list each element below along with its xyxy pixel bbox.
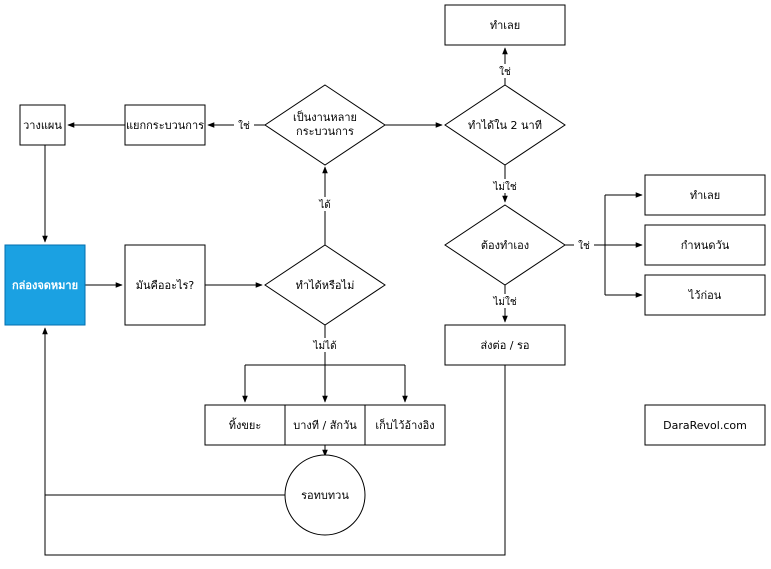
edge-label-bg-yes-two-min <box>496 64 514 78</box>
multi-step-label-line2: กระบวนการ <box>296 125 354 138</box>
trash-box <box>204 404 286 446</box>
what-is-it-box <box>124 244 206 326</box>
actionable-diamond <box>264 244 386 326</box>
edge-label-yes-two-min: ใช่ <box>499 66 511 78</box>
reference-node[interactable]: เก็บไว้อ้างอิง <box>364 404 446 446</box>
review-node[interactable]: รอทบทวน <box>284 454 366 536</box>
schedule-label: กำหนดวัน <box>681 239 730 252</box>
multi-step-diamond <box>264 84 386 166</box>
delegate-box <box>444 324 566 366</box>
edge-label-yes-myself: ใช่ <box>578 240 590 252</box>
connectors <box>42 47 643 556</box>
review-label: รอทบทวน <box>301 489 349 502</box>
split-process-node[interactable]: แยกกระบวนการ <box>124 104 206 146</box>
reference-label: เก็บไว้อ้างอิง <box>375 418 434 432</box>
schedule-box <box>644 224 766 266</box>
brand-box <box>644 404 766 446</box>
edge-label-bg-no-myself <box>489 294 521 308</box>
edge-label-no-two-min: ไม่ใช่ <box>492 181 517 193</box>
edge-delegate-to-inbox <box>44 365 506 556</box>
inbox-box <box>4 244 86 326</box>
edge-label-bg-can-do <box>316 197 334 211</box>
inbox-node[interactable]: กล่องจดหมาย <box>4 244 86 326</box>
multi-step-label-line1: เป็นงานหลาย <box>293 110 357 124</box>
plan-node[interactable]: วางแผน <box>19 104 66 146</box>
two-minutes-label: ทำได้ใน 2 นาที <box>468 119 542 132</box>
do-now-top-label: ทำเลย <box>490 19 520 32</box>
split-process-box <box>124 104 206 146</box>
two-minutes-node[interactable]: ทำได้ใน 2 นาที <box>444 84 566 166</box>
edge-label-bg-yes-myself <box>574 238 594 252</box>
edge-label-can-do: ได้ <box>318 199 331 211</box>
edge-label-cannot-do: ไม่ได้ <box>312 340 336 352</box>
do-now-top-node[interactable]: ทำเลย <box>444 4 566 46</box>
do-myself-node[interactable]: ต้องทำเอง <box>444 204 566 286</box>
actionable-node[interactable]: ทำได้หรือไม่ <box>264 244 386 326</box>
do-now-top-box <box>444 4 566 46</box>
trash-label: ทิ้งขยะ <box>229 417 262 432</box>
review-circle <box>284 454 366 536</box>
edge-labels: ใช่ ได้ ไม่ได้ ใช่ ไม่ใช่ ใช่ ไม่ใช่ <box>234 64 594 352</box>
edge-label-bg-no-two-min <box>489 179 521 193</box>
do-now-right-node[interactable]: ทำเลย <box>644 174 766 216</box>
edge-label-bg-cannot-do <box>308 338 342 352</box>
edge-label-no-myself: ไม่ใช่ <box>492 296 517 308</box>
plan-label: วางแผน <box>23 119 62 132</box>
someday-node[interactable]: บางที / สักวัน <box>284 404 366 446</box>
brand-label: DaraRevol.com <box>663 419 747 432</box>
reference-box <box>364 404 446 446</box>
inbox-label: กล่องจดหมาย <box>12 279 78 292</box>
brand-node[interactable]: DaraRevol.com <box>644 404 766 446</box>
trash-node[interactable]: ทิ้งขยะ <box>204 404 286 446</box>
multi-step-node[interactable]: เป็นงานหลาย กระบวนการ <box>264 84 386 166</box>
what-is-it-node[interactable]: มันคืออะไร? <box>124 244 206 326</box>
edge-label-yes-split: ใช่ <box>238 120 250 132</box>
edge-label-bg-yes-split <box>234 118 254 132</box>
do-now-right-box <box>644 174 766 216</box>
someday-box <box>284 404 366 446</box>
delegate-label: ส่งต่อ / รอ <box>480 339 529 352</box>
someday-label: บางที / สักวัน <box>293 419 357 432</box>
delegate-node[interactable]: ส่งต่อ / รอ <box>444 324 566 366</box>
later-label: ไว้ก่อน <box>688 289 722 302</box>
plan-box <box>19 104 66 146</box>
later-box <box>644 274 766 316</box>
actionable-label: ทำได้หรือไม่ <box>296 279 355 292</box>
do-myself-label: ต้องทำเอง <box>481 239 529 252</box>
later-node[interactable]: ไว้ก่อน <box>644 274 766 316</box>
two-minutes-diamond <box>444 84 566 166</box>
do-myself-diamond <box>444 204 566 286</box>
split-process-label: แยกกระบวนการ <box>126 119 204 132</box>
what-is-it-label: มันคืออะไร? <box>136 279 195 292</box>
schedule-node[interactable]: กำหนดวัน <box>644 224 766 266</box>
do-now-right-label: ทำเลย <box>690 189 720 202</box>
